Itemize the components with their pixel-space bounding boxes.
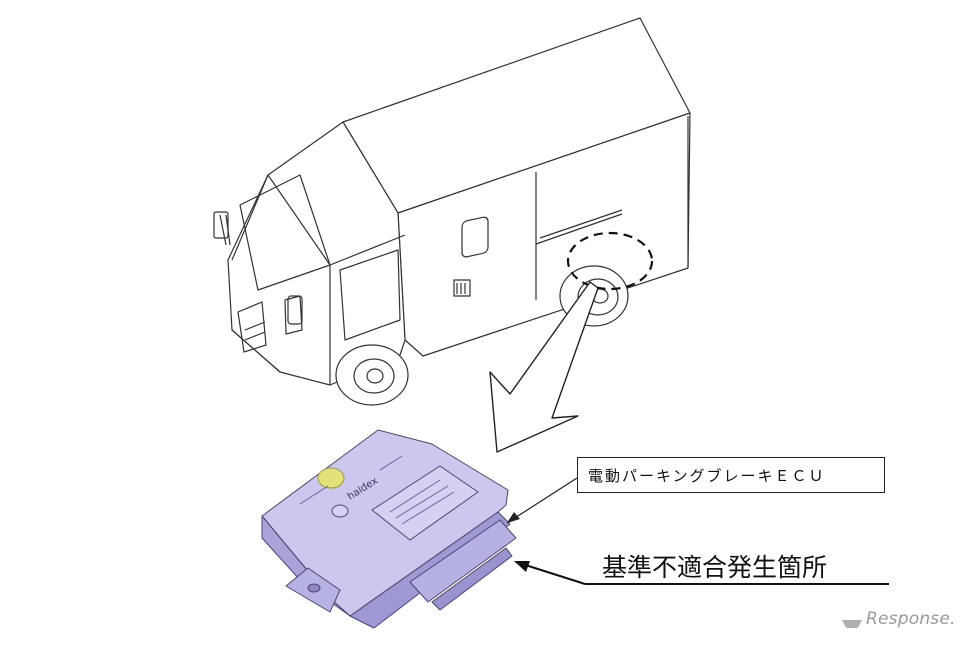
front-wheel xyxy=(335,344,409,406)
defect-leader-line xyxy=(514,561,889,585)
defect-location-label: 基準不適合発生箇所 xyxy=(602,553,828,582)
ecu-leader-line xyxy=(506,477,578,524)
truck-illustration xyxy=(213,17,691,406)
ecu-device xyxy=(261,429,517,629)
pointer-arrow xyxy=(489,281,599,453)
ecu-name-label: 電動パーキングブレーキＥＣＵ xyxy=(577,457,885,493)
watermark-logo-mark xyxy=(842,620,862,628)
cargo-box xyxy=(342,17,691,357)
rear-wheel-highlight-circle xyxy=(566,231,654,291)
truck-cab xyxy=(213,121,406,386)
response-watermark: Response. xyxy=(866,609,956,629)
